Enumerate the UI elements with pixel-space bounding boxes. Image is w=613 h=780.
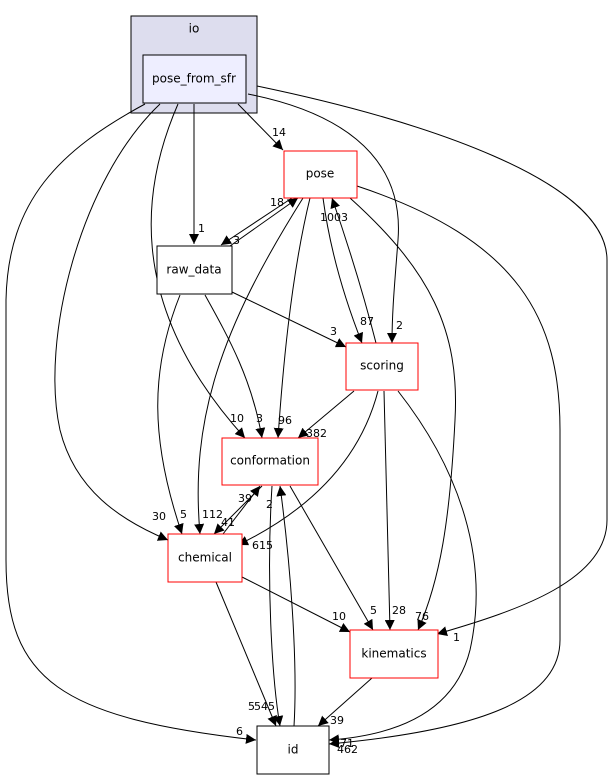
node-kinematics[interactable]: kinematics [349, 629, 439, 679]
node-raw_data[interactable]: raw_data [156, 245, 233, 295]
node-pose_from_sfr[interactable]: pose_from_sfr [142, 54, 247, 104]
edge-pose-chemical [194, 197, 304, 535]
edge-label-pose-chemical: 112 [202, 508, 223, 521]
edge-chemical-id [215, 581, 277, 727]
node-label-pose_from_sfr: pose_from_sfr [152, 72, 236, 86]
edge-scoring-chemical [237, 390, 379, 546]
edge-scoring-kinematics [383, 390, 395, 631]
edge-scoring-id [328, 390, 477, 745]
edge-label-pose_from_sfr-kinematics: 1 [453, 631, 460, 644]
node-id[interactable]: id [256, 725, 330, 775]
node-label-conformation: conformation [230, 454, 310, 468]
node-label-raw_data: raw_data [166, 263, 221, 277]
edge-label-scoring-pose: 1003 [320, 211, 348, 224]
edge-label-pose_from_sfr-conformation: 10 [230, 412, 244, 425]
edge-pose_from_sfr-chemical [54, 103, 169, 541]
edge-pose_from_sfr-id [5, 103, 257, 744]
edge-label-raw_data-pose: 18 [270, 196, 284, 209]
edge-label-chemical-conformation: 39 [238, 492, 252, 505]
edge-label-chemical-kinematics: 10 [332, 610, 346, 623]
edge-label-pose_from_sfr-pose: 14 [272, 126, 286, 139]
edge-label-raw_data-scoring: 3 [330, 325, 337, 338]
edge-label-pose_from_sfr-id: 6 [236, 725, 243, 738]
edge-raw_data-scoring [231, 291, 347, 348]
edge-label-conformation-chemical: 41 [221, 516, 235, 529]
edge-label-raw_data-chemical: 5 [180, 508, 187, 521]
cluster-io-label: io [189, 22, 200, 36]
node-label-scoring: scoring [360, 359, 404, 373]
edge-label-pose_from_sfr-raw_data: 1 [198, 222, 205, 235]
edge-pose_from_sfr-pose [237, 103, 284, 151]
edge-label-scoring-chemical: 615 [252, 539, 273, 552]
edges: 14 1 2 10 30 1 6 3 18 87 1003 96 [5, 85, 608, 756]
node-scoring[interactable]: scoring [345, 342, 419, 391]
edge-pose_from_sfr-scoring [247, 93, 399, 344]
edge-pose-raw_data [220, 197, 293, 246]
edge-pose_from_sfr-kinematics [256, 85, 608, 637]
node-chemical[interactable]: chemical [167, 533, 243, 583]
edge-raw_data-pose [229, 197, 299, 247]
edge-label-pose-conformation: 96 [278, 414, 292, 427]
edge-label-conformation-kinematics: 5 [370, 604, 377, 617]
node-label-chemical: chemical [178, 551, 232, 565]
node-label-pose: pose [306, 167, 335, 181]
edge-label-pose_from_sfr-scoring: 2 [396, 319, 403, 332]
edge-label-raw_data-conformation: 3 [256, 412, 263, 425]
node-label-id: id [288, 743, 299, 757]
edge-pose-conformation [273, 197, 311, 439]
edge-pose-kinematics [349, 197, 457, 631]
edge-pose_from_sfr-conformation [150, 103, 246, 439]
edge-chemical-conformation [222, 485, 261, 535]
edge-label-scoring-conformation: 382 [306, 427, 327, 440]
edge-conformation-id [269, 485, 284, 727]
edge-label-conformation-id: 5 [248, 700, 255, 713]
edge-scoring-conformation [297, 390, 355, 439]
edge-label-pose-scoring: 87 [360, 315, 374, 328]
edge-scoring-pose [330, 197, 377, 344]
edge-label-id-conformation: 2 [266, 498, 273, 511]
edge-pose-scoring [322, 197, 363, 344]
edge-id-conformation [276, 485, 296, 727]
edge-label-scoring-id: 71 [340, 737, 354, 750]
node-conformation[interactable]: conformation [221, 437, 319, 486]
edge-kinematics-id [317, 677, 373, 727]
edge-raw_data-chemical [157, 294, 184, 535]
edge-label-chemical-id: 545 [254, 700, 275, 713]
edge-label-scoring-kinematics: 28 [392, 604, 406, 617]
edge-conformation-kinematics [289, 485, 374, 631]
edge-label-pose-kinematics: 76 [415, 610, 429, 623]
edge-pose-id [328, 185, 561, 749]
edge-chemical-kinematics [241, 576, 351, 633]
edge-label-kinematics-id: 39 [330, 714, 344, 727]
edge-raw_data-conformation [204, 294, 266, 439]
edge-label-pose-raw_data: 3 [233, 234, 240, 247]
node-pose[interactable]: pose [283, 150, 358, 199]
edge-label-pose-id: 462 [337, 743, 358, 756]
node-label-kinematics: kinematics [361, 647, 426, 661]
edge-label-pose_from_sfr-chemical: 30 [152, 510, 166, 523]
nodes: pose_from_sfr pose raw_data scoring conf… [142, 54, 439, 775]
